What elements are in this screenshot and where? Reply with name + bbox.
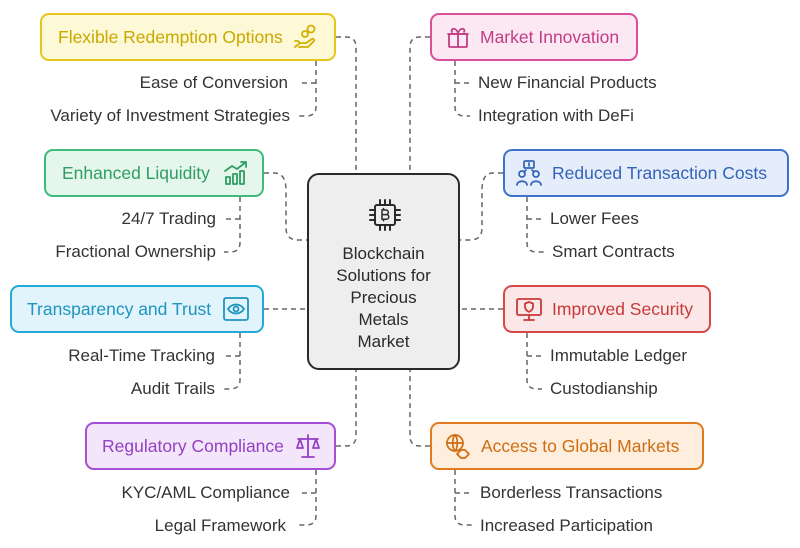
node-regulatory: Regulatory Compliance xyxy=(85,422,336,470)
sub-item: Custodianship xyxy=(550,379,658,398)
people-exchange-icon xyxy=(515,159,543,187)
connector-sub-reduced-costs xyxy=(526,197,544,253)
sub-item: Audit Trails xyxy=(130,379,215,398)
node-label: Improved Security xyxy=(552,298,694,319)
connector-sub-transparency xyxy=(222,333,241,390)
node-improved-security: Improved Security xyxy=(503,285,711,333)
sub-item: Integration with DeFi xyxy=(478,106,634,125)
connector-sub-flexible-redemption xyxy=(298,61,317,117)
connector-sub-regulatory xyxy=(296,470,317,526)
shield-monitor-icon xyxy=(515,295,543,323)
sub-item: Ease of Conversion xyxy=(139,73,288,92)
center-title-line: Precious xyxy=(350,288,417,307)
connector-market-innovation xyxy=(409,36,430,173)
center-title-line: Metals xyxy=(358,310,409,329)
bitcoin-chip-icon xyxy=(367,197,403,233)
sub-item: KYC/AML Compliance xyxy=(121,483,291,502)
node-label: Enhanced Liquidity xyxy=(62,162,210,183)
connector-global-markets xyxy=(409,370,430,447)
hand-coins-icon xyxy=(292,23,320,51)
connector-regulatory xyxy=(336,370,357,447)
connector-sub-enhanced-liquidity xyxy=(224,197,241,253)
eye-scan-icon xyxy=(222,295,250,323)
node-label: Access to Global Markets xyxy=(481,435,680,456)
connector-flexible-redemption xyxy=(336,36,357,173)
sub-item: Immutable Ledger xyxy=(550,346,688,365)
sub-item: Smart Contracts xyxy=(552,242,675,261)
connector-sub-improved-security xyxy=(526,333,542,390)
node-flexible-redemption: Flexible Redemption Options xyxy=(40,13,336,61)
bar-chart-trend-icon xyxy=(222,159,250,187)
node-label: Market Innovation xyxy=(480,26,620,47)
node-enhanced-liquidity: Enhanced Liquidity xyxy=(44,149,264,197)
node-global-markets: Access to Global Markets xyxy=(430,422,704,470)
node-reduced-costs: Reduced Transaction Costs xyxy=(503,149,789,197)
connector-sub-market-innovation xyxy=(454,61,470,117)
node-label: Flexible Redemption Options xyxy=(58,26,283,47)
center-title-line: Solutions for xyxy=(336,266,431,285)
center-node: Blockchain Solutions for Precious Metals… xyxy=(307,173,460,370)
center-title-line: Blockchain xyxy=(342,244,425,263)
sub-item: New Financial Products xyxy=(478,73,657,92)
center-title-line: Market xyxy=(357,332,410,351)
sub-item: 24/7 Trading xyxy=(121,209,216,228)
scales-icon xyxy=(294,432,322,460)
globe-handshake-icon xyxy=(443,432,471,460)
node-market-innovation: Market Innovation xyxy=(430,13,638,61)
sub-item: Borderless Transactions xyxy=(480,483,663,502)
connector-sub-global-markets xyxy=(454,470,472,526)
gift-box-icon xyxy=(444,23,472,51)
sub-item: Increased Participation xyxy=(480,516,653,535)
node-label: Reduced Transaction Costs xyxy=(552,162,767,183)
center-title: Blockchain Solutions for Precious Metals… xyxy=(309,243,458,353)
connector-reduced-costs xyxy=(460,172,503,241)
sub-item: Lower Fees xyxy=(550,209,639,228)
node-transparency: Transparency and Trust xyxy=(10,285,264,333)
connector-enhanced-liquidity xyxy=(264,172,307,241)
sub-item: Legal Framework xyxy=(154,516,286,535)
sub-item: Variety of Investment Strategies xyxy=(50,106,290,125)
sub-item: Real-Time Tracking xyxy=(68,346,215,365)
node-label: Transparency and Trust xyxy=(27,298,212,319)
node-label: Regulatory Compliance xyxy=(102,435,284,456)
sub-item: Fractional Ownership xyxy=(55,242,216,261)
